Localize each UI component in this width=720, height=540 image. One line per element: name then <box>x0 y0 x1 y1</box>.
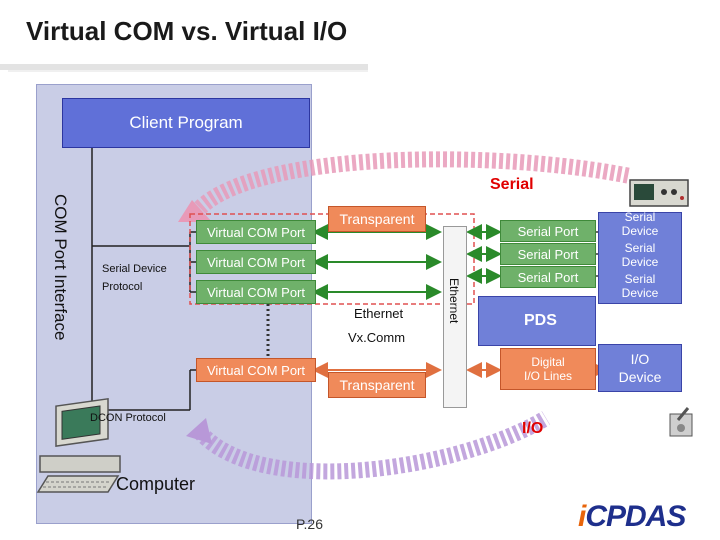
serial-flow-arc <box>194 151 632 215</box>
io-device: I/O Device <box>618 351 662 385</box>
title-underline-thin <box>8 70 368 72</box>
computer-icon <box>36 397 121 493</box>
page-number: P.26 <box>296 516 323 532</box>
io-device-panel <box>598 344 682 392</box>
vxcomm-label: Vx.Comm <box>348 330 406 345</box>
transparent-label-bottom: Transparent <box>328 372 426 398</box>
pds-box <box>478 296 596 346</box>
logo-text: CPDAS <box>585 500 686 533</box>
transparent-label-top: Transparent <box>328 206 426 232</box>
serial-device-1: Serial Device <box>621 210 659 238</box>
virtual-com-port-1: Virtual COM Port <box>196 220 316 244</box>
title-underline <box>0 64 368 70</box>
toggle-switch-icon <box>669 407 693 437</box>
io-flow-arc <box>194 411 551 480</box>
pds-label: PDS <box>524 312 557 329</box>
logo-i: i <box>578 500 586 533</box>
digital-io-line2: I/O Lines <box>523 369 573 383</box>
serial-port-2: Serial Port <box>500 243 596 265</box>
com-port-interface-label: COM Port Interface <box>51 194 70 341</box>
ethernet-bar <box>443 226 467 408</box>
icpdas-logo: iCPDAS <box>578 500 686 534</box>
serial-flow-arrowhead <box>178 200 212 222</box>
serial-device-protocol-line2: Protocol <box>102 281 143 293</box>
serial-port-3: Serial Port <box>500 266 596 288</box>
computer-label: Computer <box>116 474 196 494</box>
serial-device-3: Serial Device <box>621 272 659 300</box>
ethernet-bar-label: Ethernet <box>447 278 461 324</box>
serial-port-1: Serial Port <box>500 220 596 242</box>
serial-devices-panel <box>598 212 682 304</box>
io-label: I/O <box>522 420 544 437</box>
serial-label: Serial <box>490 176 534 193</box>
oscilloscope-icon <box>629 179 689 207</box>
io-flow-arrowhead <box>186 418 212 444</box>
computer-panel <box>36 84 312 524</box>
serial-device-2: Serial Device <box>621 241 659 269</box>
virtual-com-port-4: Virtual COM Port <box>196 358 316 382</box>
digital-io-lines-box: Digital I/O Lines <box>500 348 596 390</box>
virtual-com-port-3: Virtual COM Port <box>196 280 316 304</box>
ethernet-label: Ethernet <box>354 306 404 321</box>
dcon-protocol-label: DCON Protocol <box>90 412 166 424</box>
digital-io-line1: Digital <box>531 355 565 369</box>
virtual-com-port-2: Virtual COM Port <box>196 250 316 274</box>
client-program-box: Client Program <box>62 98 310 148</box>
page-title: Virtual COM vs. Virtual I/O <box>26 16 348 46</box>
serial-device-protocol-line1: Serial Device <box>102 263 167 275</box>
